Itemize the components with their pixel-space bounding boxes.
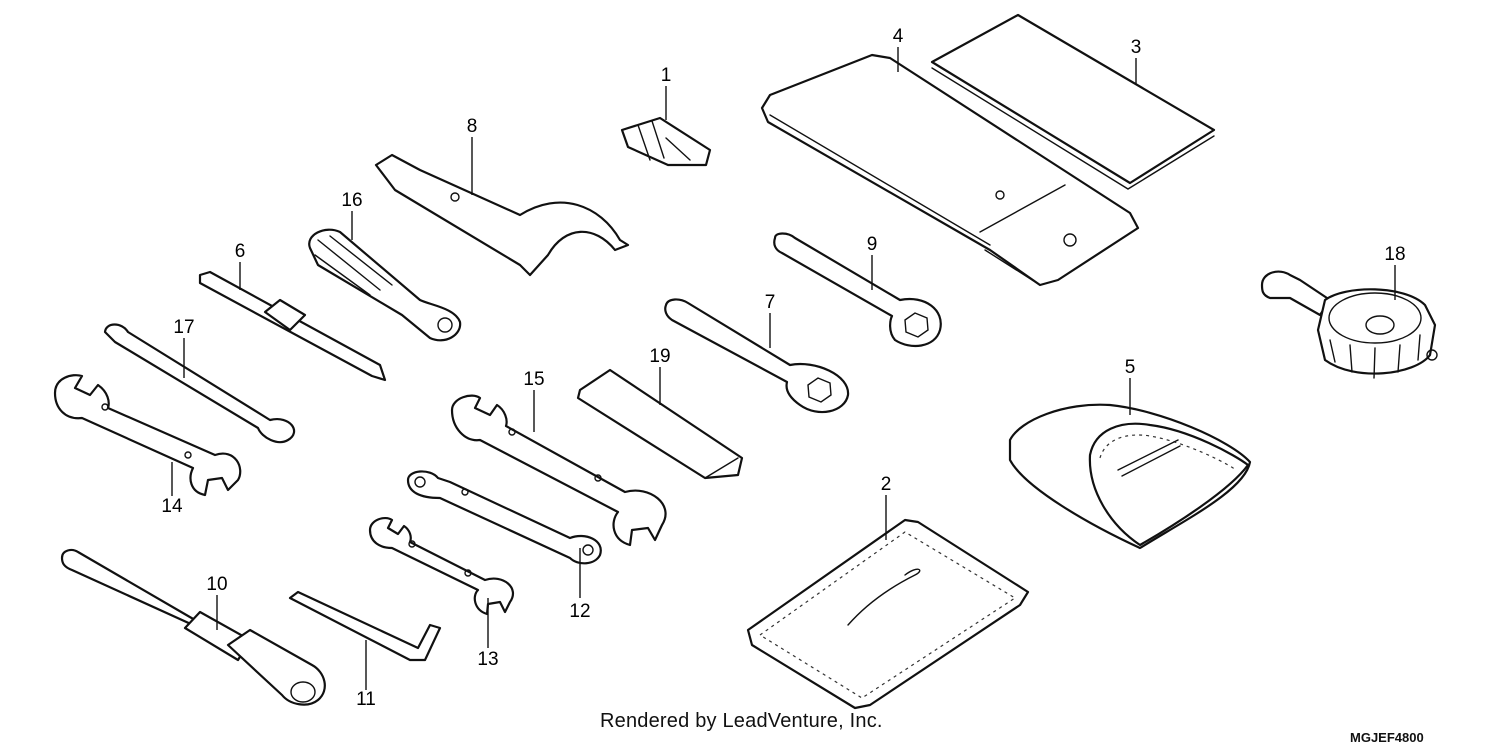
part-4-tool-bag — [760, 53, 1140, 287]
callout-7: 7 — [765, 292, 776, 313]
part-18-ratchet-tool — [1260, 270, 1438, 379]
callout-11: 11 — [356, 689, 376, 710]
part-14-open-wrench — [53, 374, 242, 497]
callout-12: 12 — [569, 601, 590, 622]
callout-8: 8 — [467, 116, 478, 137]
callout-2: 2 — [881, 474, 892, 495]
callout-4: 4 — [893, 26, 904, 47]
part-8-pin-spanner — [374, 153, 630, 277]
callout-16: 16 — [341, 190, 362, 211]
part-12-offset-wrench — [406, 470, 602, 565]
part-19-strip — [576, 368, 744, 480]
part-10-plug-wrench — [60, 548, 326, 706]
callout-17: 17 — [173, 317, 194, 338]
callout-14: 14 — [161, 496, 183, 517]
part-3-card — [930, 13, 1216, 190]
part-11-hex-key — [288, 590, 442, 662]
callout-9: 9 — [867, 234, 878, 255]
part-6-screwdriver — [198, 270, 387, 382]
part-16-screwdriver-handle — [308, 228, 462, 342]
callout-3: 3 — [1131, 37, 1142, 58]
callout-15: 15 — [523, 369, 544, 390]
callout-5: 5 — [1125, 357, 1136, 378]
part-5-tool-pouch — [1008, 403, 1252, 550]
leader-lines — [171, 47, 1396, 690]
callout-1: 1 — [661, 65, 672, 86]
diagram-code: MGJEF4800 — [1350, 730, 1424, 745]
part-9-ring-wrench — [773, 232, 942, 348]
part-13-small-wrench — [368, 516, 514, 616]
callout-18: 18 — [1384, 244, 1405, 265]
callout-19: 19 — [649, 346, 670, 367]
part-15-open-wrench — [450, 394, 667, 547]
part-7-ring-wrench — [664, 298, 850, 414]
render-credit: Rendered by LeadVenture, Inc. — [600, 710, 883, 732]
callout-10: 10 — [206, 574, 227, 595]
part-17-handle-bar — [103, 323, 296, 444]
part-1-clip — [620, 116, 712, 167]
part-2-pouch — [746, 518, 1030, 710]
callout-labels: 1 2 3 4 5 6 7 8 9 10 11 12 13 14 15 16 1… — [161, 26, 1405, 710]
callout-13: 13 — [477, 649, 498, 670]
callout-6: 6 — [235, 241, 246, 262]
